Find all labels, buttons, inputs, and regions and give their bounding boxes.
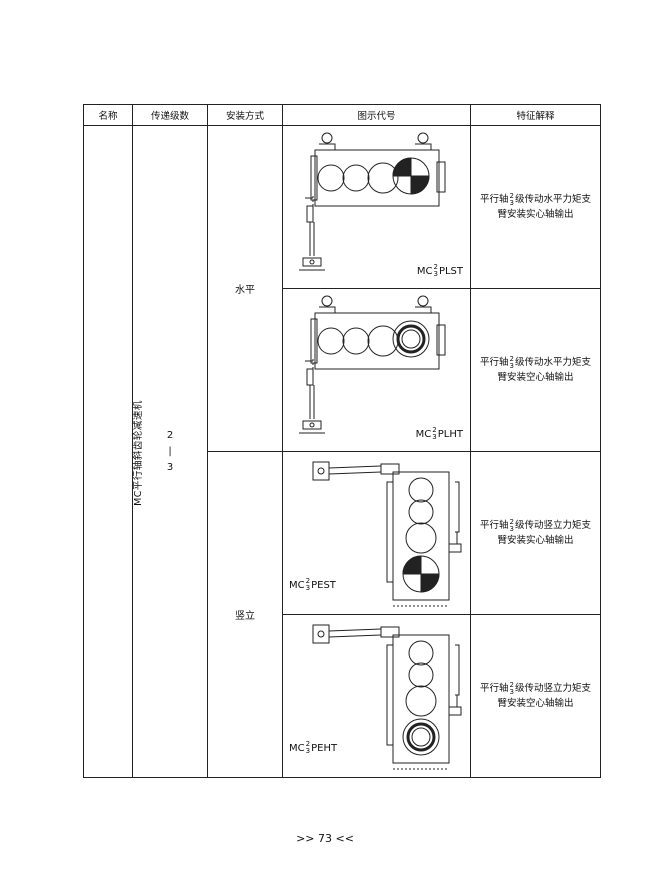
feature-post: 级传动水平力矩支	[514, 194, 591, 205]
gearbox-horizontal-hollow-drawing	[299, 295, 446, 434]
fraction-den: 3	[509, 524, 514, 533]
mount-vertical-cell: 竖立	[207, 451, 283, 778]
fraction-den: 3	[509, 198, 514, 207]
stages-top: 2	[166, 429, 174, 441]
feature-post: 级传动竖立力矩支	[514, 683, 591, 694]
code-prefix: MC	[416, 266, 433, 277]
gearbox-horizontal-solid-drawing	[299, 132, 446, 271]
header-mount: 安装方式	[207, 104, 283, 126]
fraction-den: 3	[305, 584, 311, 592]
feature-line-2: 臂安装空心轴输出	[497, 698, 574, 709]
header-figure-code: 图示代号	[282, 104, 471, 126]
fraction-den: 3	[433, 270, 438, 278]
spec-table: 名称 传递级数 安装方式 图示代号 特征解释 MC平行轴斜齿轮减速机 2 | 3…	[83, 104, 601, 778]
mount-vertical: 竖立	[235, 611, 255, 622]
code-prefix: MC	[289, 580, 305, 591]
feature-pre: 平行轴	[480, 357, 509, 368]
code-prefix: MC	[289, 743, 305, 754]
code-suffix: PLHT	[437, 429, 463, 440]
code-suffix: PEST	[311, 580, 336, 591]
code-prefix: MC	[415, 429, 432, 440]
stages-separator: |	[168, 445, 172, 457]
code-suffix: PEHT	[311, 743, 338, 754]
fraction-num: 2	[305, 740, 311, 748]
fraction-num: 2	[509, 680, 514, 689]
fraction-num: 2	[509, 191, 514, 200]
stages-cell: 2 | 3	[132, 125, 208, 778]
header-name: 名称	[83, 104, 133, 126]
mount-horizontal: 水平	[235, 285, 255, 296]
fraction-num: 2	[509, 517, 514, 526]
page-number: >> 73 <<	[296, 832, 354, 845]
header-feature: 特征解释	[470, 104, 601, 126]
fraction-num: 2	[509, 354, 514, 363]
product-name-cell: MC平行轴斜齿轮减速机	[83, 125, 144, 778]
fraction-den: 3	[432, 433, 437, 441]
header-row: 名称 传递级数 安装方式 图示代号 特征解释	[83, 104, 601, 126]
feature-line-2: 臂安装实心轴输出	[497, 535, 574, 546]
gearbox-vertical-hollow-drawing	[312, 624, 462, 770]
fraction-den: 3	[509, 361, 514, 370]
header-stages: 传递级数	[132, 104, 208, 126]
fraction-den: 3	[509, 687, 514, 696]
product-name: MC平行轴斜齿轮减速机	[132, 400, 144, 506]
fraction-num: 2	[432, 426, 437, 434]
feature-post: 级传动水平力矩支	[514, 357, 591, 368]
code-suffix: PLST	[438, 266, 463, 277]
fraction-num: 2	[433, 263, 438, 271]
gearbox-vertical-solid-drawing	[312, 461, 462, 607]
table-row: MC平行轴斜齿轮减速机 2 | 3 水平	[83, 125, 601, 778]
stages-bottom: 3	[166, 461, 174, 473]
feature-post: 级传动竖立力矩支	[514, 520, 591, 531]
feature-line-2: 臂安装空心轴输出	[497, 372, 574, 383]
fraction-num: 2	[305, 577, 311, 585]
mount-horizontal-cell: 水平	[207, 125, 283, 452]
fraction-den: 3	[305, 747, 311, 755]
feature-pre: 平行轴	[480, 683, 509, 694]
feature-pre: 平行轴	[480, 194, 509, 205]
feature-line-2: 臂安装实心轴输出	[497, 209, 574, 220]
feature-pre: 平行轴	[480, 520, 509, 531]
